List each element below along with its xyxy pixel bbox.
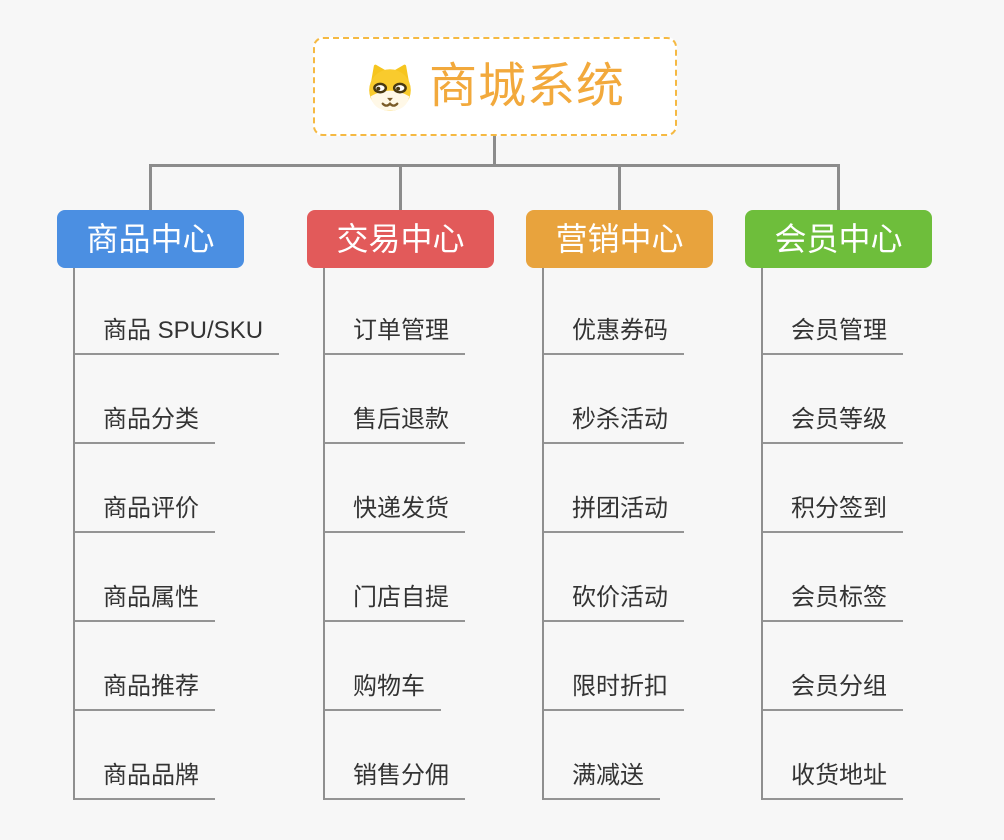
leaf-label: 秒杀活动 — [542, 408, 684, 444]
leaf-item[interactable]: 优惠券码 — [542, 268, 722, 355]
connector-horizontal — [149, 164, 840, 167]
leaf-item[interactable]: 商品分类 — [73, 355, 279, 444]
leaf-item[interactable]: 秒杀活动 — [542, 355, 722, 444]
leaf-item[interactable]: 商品评价 — [73, 444, 279, 533]
leaf-item[interactable]: 限时折扣 — [542, 622, 722, 711]
branch-trade: 交易中心 订单管理 售后退款 快递发货 门店自提 购物车 销售分佣 — [307, 210, 567, 800]
branch-label: 会员中心 — [774, 221, 903, 257]
leaf-label: 满减送 — [542, 764, 660, 800]
leaf-label: 商品推荐 — [73, 675, 215, 711]
leaf-item[interactable]: 收货地址 — [761, 711, 941, 800]
leaf-item[interactable]: 销售分佣 — [323, 711, 503, 800]
leaf-item[interactable]: 满减送 — [542, 711, 722, 800]
leaf-item[interactable]: 积分签到 — [761, 444, 941, 533]
leaf-label: 售后退款 — [323, 408, 465, 444]
leaf-item[interactable]: 会员标签 — [761, 533, 941, 622]
leaf-item[interactable]: 商品品牌 — [73, 711, 279, 800]
leaf-list-trade: 订单管理 售后退款 快递发货 门店自提 购物车 销售分佣 — [323, 268, 503, 800]
branch-marketing: 营销中心 优惠券码 秒杀活动 拼团活动 砍价活动 限时折扣 满减送 — [526, 210, 786, 800]
leaf-item[interactable]: 售后退款 — [323, 355, 503, 444]
branch-box-marketing[interactable]: 营销中心 — [526, 210, 713, 268]
leaf-label: 优惠券码 — [542, 319, 684, 355]
root-node[interactable]: 商城系统 — [313, 37, 677, 136]
leaf-label: 会员标签 — [761, 586, 903, 622]
leaf-label: 商品分类 — [73, 408, 215, 444]
leaf-label: 订单管理 — [323, 319, 465, 355]
leaf-label: 会员管理 — [761, 319, 903, 355]
leaf-label: 门店自提 — [323, 586, 465, 622]
leaf-label: 购物车 — [323, 675, 441, 711]
leaf-list-member: 会员管理 会员等级 积分签到 会员标签 会员分组 收货地址 — [761, 268, 941, 800]
leaf-list-products: 商品 SPU/SKU 商品分类 商品评价 商品属性 商品推荐 商品品牌 — [73, 268, 280, 800]
leaf-item[interactable]: 商品 SPU/SKU — [73, 268, 280, 355]
leaf-item[interactable]: 会员等级 — [761, 355, 941, 444]
connector-drop-trade — [399, 166, 402, 210]
leaf-item[interactable]: 砍价活动 — [542, 533, 722, 622]
connector-drop-member — [837, 166, 840, 210]
branch-products: 商品中心 商品 SPU/SKU 商品分类 商品评价 商品属性 商品推荐 商品品牌 — [57, 210, 317, 800]
connector-drop-marketing — [618, 166, 621, 210]
leaf-label: 收货地址 — [761, 764, 903, 800]
leaf-label: 商品品牌 — [73, 764, 215, 800]
branch-label: 交易中心 — [336, 221, 465, 257]
connector-drop-products — [149, 166, 152, 210]
leaf-label: 拼团活动 — [542, 497, 684, 533]
leaf-item[interactable]: 快递发货 — [323, 444, 503, 533]
leaf-item[interactable]: 拼团活动 — [542, 444, 722, 533]
branch-label: 营销中心 — [555, 221, 684, 257]
branch-box-trade[interactable]: 交易中心 — [307, 210, 494, 268]
leaf-label: 销售分佣 — [323, 764, 465, 800]
leaf-label: 商品评价 — [73, 497, 215, 533]
leaf-label: 限时折扣 — [542, 675, 684, 711]
leaf-item[interactable]: 门店自提 — [323, 533, 503, 622]
leaf-item[interactable]: 商品推荐 — [73, 622, 279, 711]
branch-member: 会员中心 会员管理 会员等级 积分签到 会员标签 会员分组 收货地址 — [745, 210, 1004, 800]
branch-box-products[interactable]: 商品中心 — [57, 210, 244, 268]
leaf-item[interactable]: 会员分组 — [761, 622, 941, 711]
leaf-item[interactable]: 订单管理 — [323, 268, 503, 355]
leaf-label: 快递发货 — [323, 497, 465, 533]
leaf-item[interactable]: 商品属性 — [73, 533, 279, 622]
leaf-list-marketing: 优惠券码 秒杀活动 拼团活动 砍价活动 限时折扣 满减送 — [542, 268, 722, 800]
leaf-label: 会员等级 — [761, 408, 903, 444]
branch-box-member[interactable]: 会员中心 — [745, 210, 932, 268]
branch-label: 商品中心 — [86, 221, 215, 257]
connector-root-stub — [493, 136, 496, 167]
root-title: 商城系统 — [428, 59, 625, 113]
dog-face-icon — [365, 62, 415, 112]
leaf-label: 砍价活动 — [542, 586, 684, 622]
leaf-label: 积分签到 — [761, 497, 903, 533]
leaf-label: 会员分组 — [761, 675, 903, 711]
leaf-label: 商品 SPU/SKU — [73, 319, 280, 355]
leaf-item[interactable]: 会员管理 — [761, 268, 941, 355]
leaf-label: 商品属性 — [73, 586, 215, 622]
leaf-item[interactable]: 购物车 — [323, 622, 503, 711]
